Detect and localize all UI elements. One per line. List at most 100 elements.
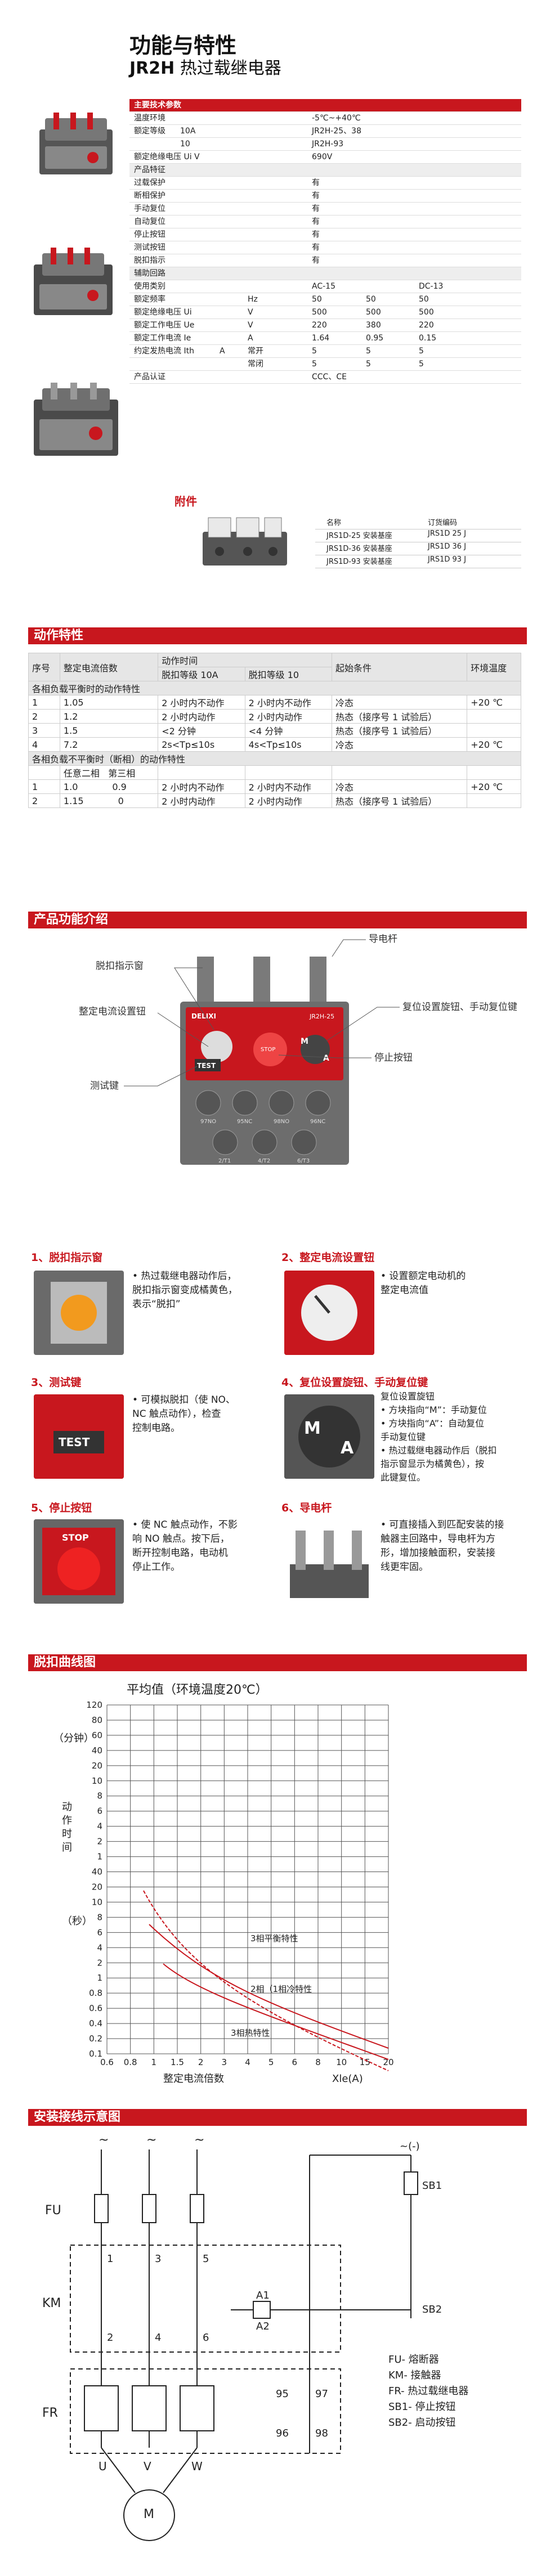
- spec-value: AC-15: [312, 282, 335, 291]
- product-photo-jr2h-25: [39, 113, 113, 174]
- x-tick-label: 15: [360, 2057, 370, 2067]
- label-reset: 复位设置旋钮、手动复位键: [402, 1002, 517, 1013]
- spec-unit: 常开: [248, 347, 263, 356]
- wiring-a1: A1: [256, 2290, 270, 2301]
- label-current-dial: 整定电流设置钮: [79, 1006, 146, 1017]
- feature-line: 形，增加接触面积，安装接: [381, 1547, 495, 1559]
- cell: 0: [118, 795, 124, 806]
- wiring-ac-3: ~: [194, 2133, 204, 2147]
- x-tick-label: 20: [383, 2057, 393, 2067]
- spec-label: 断相保护: [134, 191, 165, 200]
- col-temp: 环境温度: [467, 653, 521, 681]
- spec-value: 220: [312, 321, 327, 330]
- cell: 热态（接序号 1 试验后）: [332, 723, 468, 738]
- curve-xunit: Xle(A): [332, 2073, 363, 2085]
- feature-line: 触器主回路中，导电杆为方: [381, 1533, 495, 1545]
- y-tick-label: 2: [97, 1837, 102, 1847]
- wiring-fr: FR: [42, 2406, 58, 2420]
- spec-value: 690V: [312, 152, 333, 161]
- curve-xlabel: 整定电流倍数: [163, 2073, 224, 2085]
- table-row: 任意二相 第三相: [28, 765, 521, 780]
- front-test-label: TEST: [197, 1062, 216, 1070]
- y-tick-label: 0.1: [89, 2049, 102, 2059]
- spec-header-aux: 辅助回路: [129, 267, 521, 280]
- wiring-ac-2: ~: [146, 2133, 156, 2147]
- page-title: 功能与特性: [129, 33, 237, 58]
- cell: <4 分钟: [244, 723, 333, 738]
- terminal-label: 97NO: [200, 1119, 216, 1125]
- feature-photo-stop: STOP: [34, 1519, 124, 1604]
- cell: +20 ℃: [467, 737, 521, 752]
- phase-label: 6/T3: [297, 1158, 310, 1164]
- curve-ylabel-min: （分钟）: [53, 1733, 94, 1744]
- terminal-4: 4: [155, 2332, 161, 2344]
- cell: 2 小时内动作: [244, 709, 333, 724]
- photo-m-label: M: [304, 1419, 321, 1438]
- phase-label: 2/T1: [218, 1158, 231, 1164]
- relay-front-diagram: DELIXI JR2H-25 TEST STOP M A 97NO 95NC 9…: [79, 934, 517, 1165]
- x-tick-label: 3: [222, 2057, 227, 2067]
- wiring-sb1: SB1: [422, 2180, 442, 2192]
- y-tick-label: 4: [97, 1942, 102, 1953]
- cell: 1: [28, 695, 60, 710]
- feature-text-5: • 使 NC 触点动作，不影 响 NO 触点。按下后， 断开控制电路，电动机 停…: [132, 1518, 238, 1574]
- y-tick-label: 0.6: [89, 2003, 102, 2013]
- terminal-5: 5: [203, 2253, 209, 2265]
- label-stop: 停止按钮: [374, 1052, 413, 1063]
- cell: [467, 793, 521, 808]
- label-test-key: 测试键: [90, 1080, 119, 1092]
- feature-line: • 方块指向“A”：自动复位: [381, 1418, 485, 1429]
- feature-line: 线更牢固。: [381, 1561, 428, 1573]
- feature-line: 断开控制电路，电动机: [132, 1547, 228, 1559]
- wiring-dc: ~(-): [400, 2140, 420, 2152]
- section-wiring-bar: 安装接线示意图: [28, 2109, 527, 2126]
- x-tick-label: 5: [268, 2057, 274, 2067]
- legend-item: FR- 热过载继电器: [388, 2385, 469, 2397]
- cell: 7.2: [59, 737, 159, 752]
- accessory-name: JRS1D-25 安装基座: [326, 532, 392, 540]
- cell: +20 ℃: [467, 779, 521, 794]
- feature-line: 整定电流值: [381, 1285, 428, 1296]
- spec-value: 5: [312, 347, 317, 356]
- feature-line: • 可模拟脱扣（使 NO、: [132, 1394, 235, 1406]
- x-tick-label: 8: [315, 2057, 321, 2067]
- y-tick-label: 20: [92, 1761, 102, 1771]
- feature-line: • 使 NC 触点动作，不影: [132, 1519, 238, 1531]
- y-tick-label: 8: [97, 1912, 102, 1922]
- y-tick-label: 0.4: [89, 2018, 102, 2029]
- spec-value: 有: [312, 191, 320, 200]
- product-model: JR2H: [129, 59, 175, 78]
- x-tick-label: 4: [245, 2057, 250, 2067]
- cell: 0.9: [112, 781, 127, 792]
- spec-label: 额定工作电压 Ue: [134, 321, 195, 330]
- terminal-label: 96NC: [310, 1119, 325, 1125]
- wiring-ac-1: ~: [99, 2133, 109, 2147]
- cell: 2: [28, 793, 60, 808]
- front-stop-label: STOP: [261, 1047, 275, 1053]
- spec-value: 380: [366, 321, 381, 330]
- spec-label: 额定绝缘电压 Ui V: [134, 152, 200, 161]
- feature-title-3: 3、测试键: [31, 1376, 82, 1389]
- spec-value: 有: [312, 204, 320, 213]
- spec-value: 5: [419, 360, 424, 369]
- cell: 2 小时内不动作: [244, 695, 333, 710]
- feature-line: 停止工作。: [132, 1561, 180, 1573]
- accessory-photo: [203, 517, 287, 566]
- legend-item: KM- 接触器: [388, 2369, 441, 2381]
- feature-line: 此键复位。: [381, 1472, 426, 1483]
- x-tick-label: 0.6: [100, 2057, 114, 2067]
- wiring-a2: A2: [256, 2321, 270, 2332]
- curve-ylabel-mid: 动作时间: [62, 1801, 72, 1854]
- terminal-95: 95: [276, 2388, 289, 2400]
- feature-line: 表示“脱扣”: [132, 1299, 181, 1310]
- wiring-w: W: [191, 2460, 203, 2473]
- spec-value: 0.15: [419, 334, 437, 343]
- feature-title-2: 2、整定电流设置钮: [281, 1251, 375, 1264]
- spec-value: 500: [419, 308, 434, 317]
- feature-line: NC 触点动作），检查: [132, 1408, 221, 1420]
- cell: 2 小时内动作: [158, 709, 245, 724]
- feature-line: 脱扣指示窗变成橘黄色，: [132, 1285, 238, 1296]
